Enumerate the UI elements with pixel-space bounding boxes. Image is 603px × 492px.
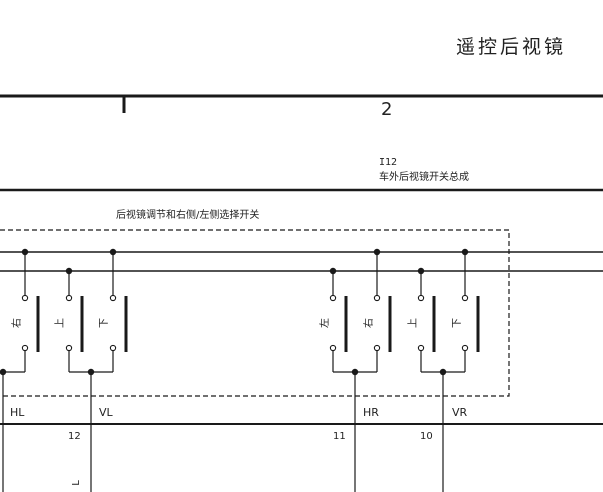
wire-label-l: L (70, 480, 82, 486)
signal-label-hr: HR (363, 406, 379, 419)
switch-label-right: 右 (12, 318, 23, 328)
sheet-number: 2 (381, 99, 393, 120)
diagram-title: 遥控后视镜 (456, 36, 567, 58)
component-name: 车外后视镜开关总成 (379, 172, 469, 183)
switch-box-title: 后视镜调节和右侧/左侧选择开关 (116, 210, 260, 221)
pin-label-12: 12 (68, 431, 81, 442)
switch-label-up: 上 (55, 318, 66, 328)
pin-label-11: 11 (333, 431, 346, 442)
signal-label-vl: VL (99, 406, 113, 419)
switch-label-right-2: 右 (364, 318, 375, 328)
component-id: I12 (379, 157, 398, 168)
switch-box-outline (0, 229, 510, 397)
switch-contacts (21, 294, 469, 352)
switch-label-left: 左 (320, 318, 331, 328)
signal-label-vr: VR (452, 406, 468, 419)
junction-dots (0, 248, 469, 376)
switch-label-up-2: 上 (408, 318, 419, 328)
pin-label-10: 10 (420, 431, 433, 442)
signal-label-hl: HL (10, 406, 25, 419)
switch-label-down-2: 下 (452, 318, 463, 328)
switch-label-down: 下 (99, 318, 110, 328)
